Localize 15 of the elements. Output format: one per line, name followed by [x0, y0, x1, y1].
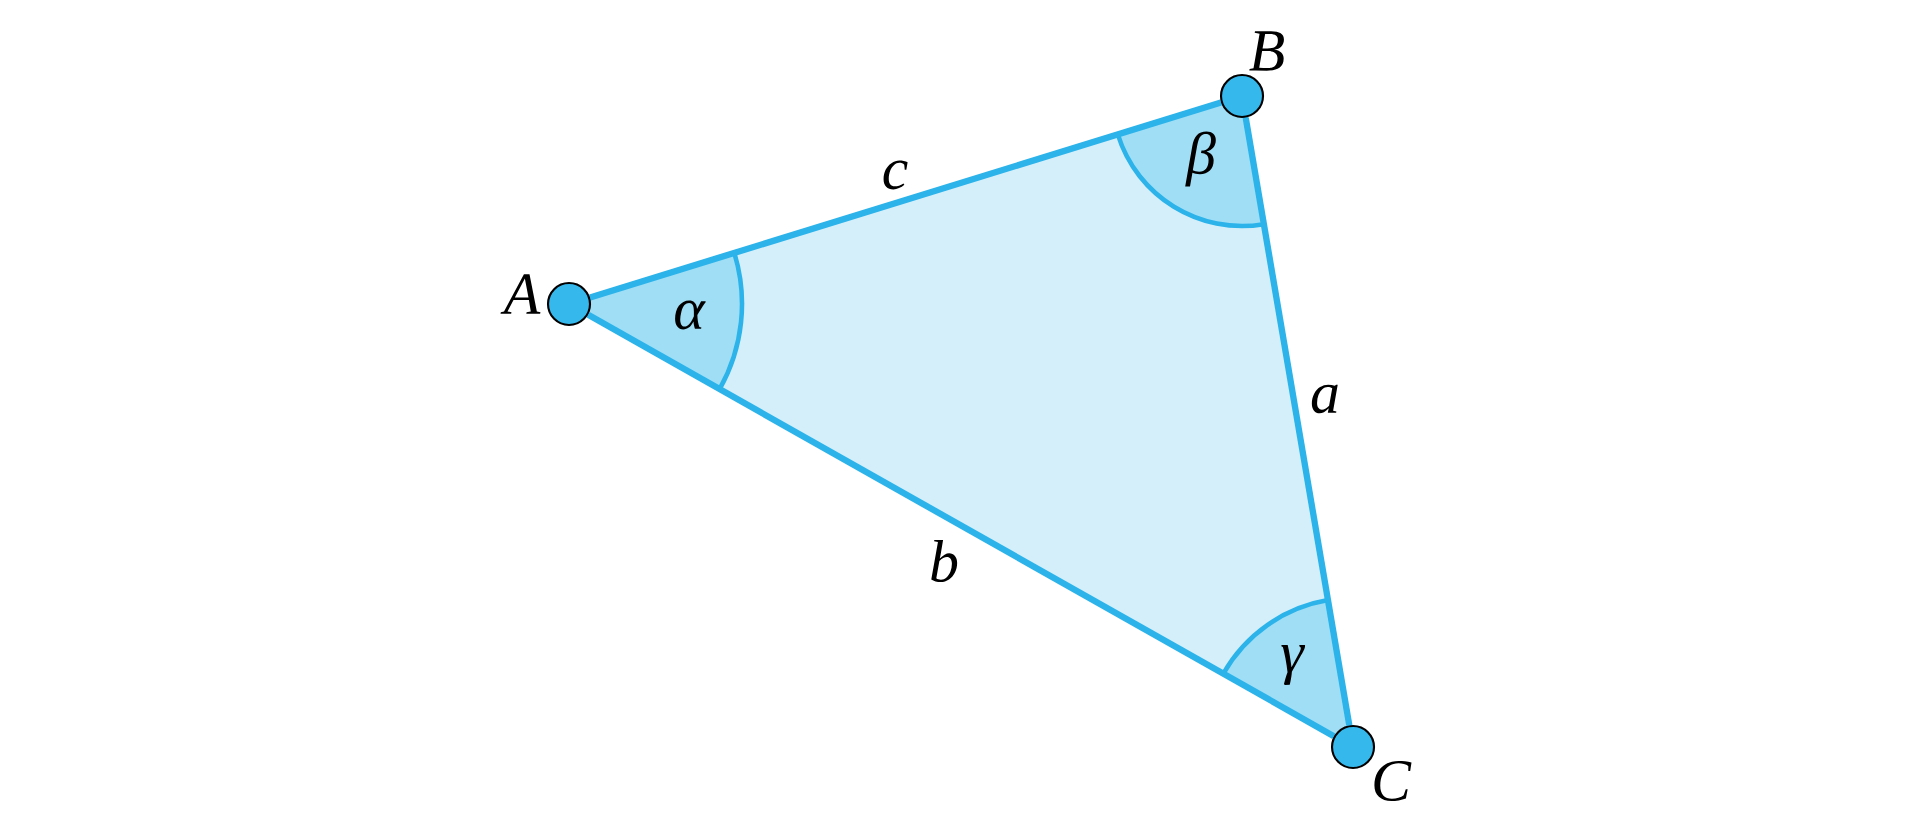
side-line [1242, 117, 1353, 726]
vertex-label: B [1249, 31, 1284, 71]
side-line [589, 99, 1222, 301]
vertex-label: C [1374, 760, 1412, 802]
angle-label: α [675, 300, 706, 330]
vertex-point [1219, 73, 1265, 119]
side-label: b [931, 540, 958, 583]
side-label: c [883, 160, 908, 190]
angle-label: γ [1281, 644, 1306, 686]
vertex-label: A [500, 274, 541, 314]
side-label: a [1311, 384, 1338, 414]
vertex-point [1330, 724, 1376, 770]
vertex-point [546, 281, 592, 327]
side-line [586, 312, 1336, 739]
angle-label: β [1185, 131, 1216, 187]
